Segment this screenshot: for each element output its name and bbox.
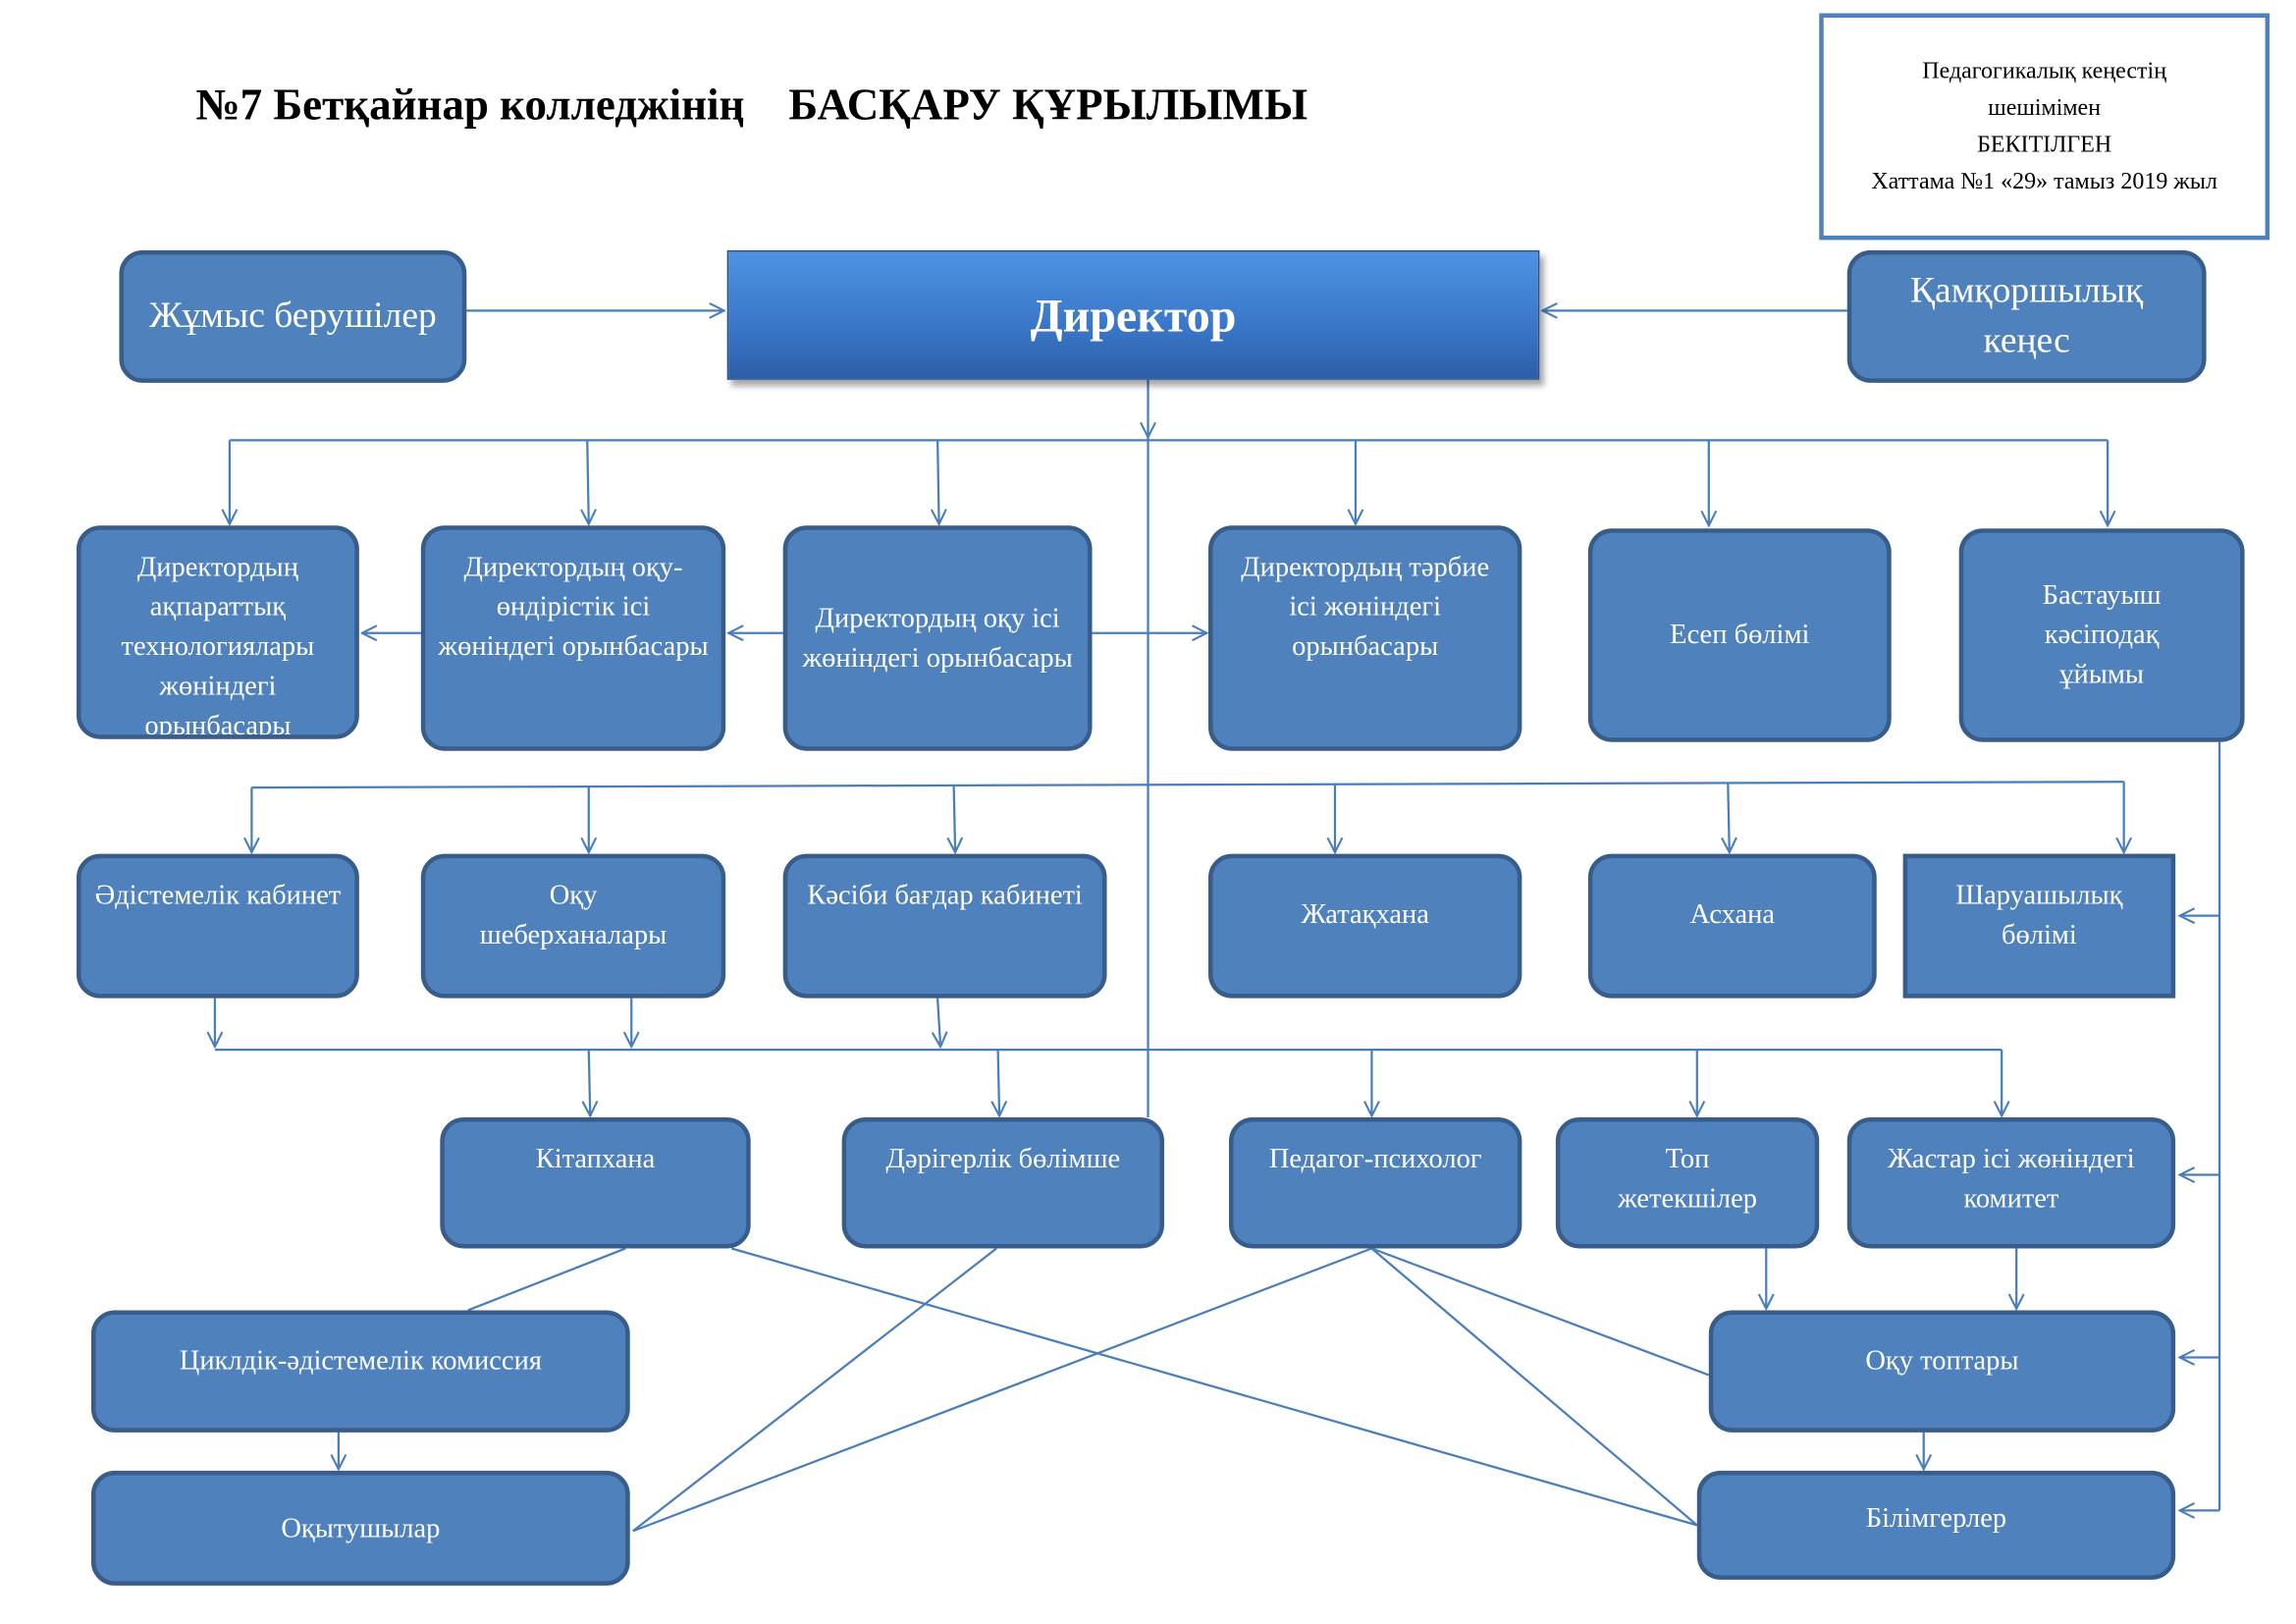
approval-stamp: Педагогикалық кеңестің шешімімен БЕКІТІЛ… bbox=[1819, 13, 2270, 241]
approval-line: шешімімен bbox=[1988, 95, 2102, 121]
node-deputy-upbringing: Директордың тәрбие ісі жөніндегі орынбас… bbox=[1208, 525, 1522, 751]
node-accounting: Есеп бөлімі bbox=[1587, 528, 1892, 742]
node-employers: Жұмыс берушілер bbox=[119, 249, 467, 383]
node-deputy-it: Директордың ақпараттық технологиялары жө… bbox=[76, 525, 359, 739]
node-household: Шаруашылық бөлімі bbox=[1902, 853, 2176, 999]
node-group-leaders: Топ жетекшілер bbox=[1555, 1117, 1820, 1249]
node-medical: Дәрігерлік бөлімше bbox=[841, 1117, 1165, 1249]
node-workshops: Оқу шеберханалары bbox=[420, 853, 726, 999]
node-students: Білімгерлер bbox=[1696, 1470, 2176, 1580]
node-trade-union: Бастауыш кәсіподақ ұйымы bbox=[1958, 528, 2245, 742]
approval-line: Педагогикалық кеңестің bbox=[1922, 58, 2167, 84]
page-title: №7 Бетқайнар колледжінің БАСҚАРУ ҚҰРЫЛЫМ… bbox=[195, 81, 1308, 130]
node-psychologist: Педагог-психолог bbox=[1228, 1117, 1522, 1249]
node-study-groups: Оқу топтары bbox=[1708, 1310, 2176, 1433]
node-cyclic-commission: Циклдік-әдістемелік комиссия bbox=[90, 1310, 630, 1433]
node-methodical-cabinet: Әдістемелік кабинет bbox=[76, 853, 359, 999]
node-director: Директор bbox=[726, 249, 1540, 380]
node-canteen: Асхана bbox=[1587, 853, 1877, 999]
node-career-cabinet: Кәсіби бағдар кабинеті bbox=[782, 853, 1107, 999]
node-youth-committee: Жастар ісі жөніндегі комитет bbox=[1846, 1117, 2176, 1249]
approval-line: БЕКІТІЛГЕН bbox=[1977, 132, 2112, 158]
node-deputy-production: Директордың оқу-өндірістік ісі жөніндегі… bbox=[420, 525, 726, 751]
approval-line: Хаттама №1 «29» тамыз 2019 жыл bbox=[1871, 169, 2217, 194]
node-deputy-academic: Директордың оқу ісі жөніндегі орынбасары bbox=[782, 525, 1093, 751]
node-trustees: Қамқоршылық кеңес bbox=[1846, 249, 2207, 383]
node-dormitory: Жатақхана bbox=[1208, 853, 1522, 999]
node-teachers: Оқытушылар bbox=[90, 1470, 630, 1586]
node-library: Кітапхана bbox=[440, 1117, 751, 1249]
